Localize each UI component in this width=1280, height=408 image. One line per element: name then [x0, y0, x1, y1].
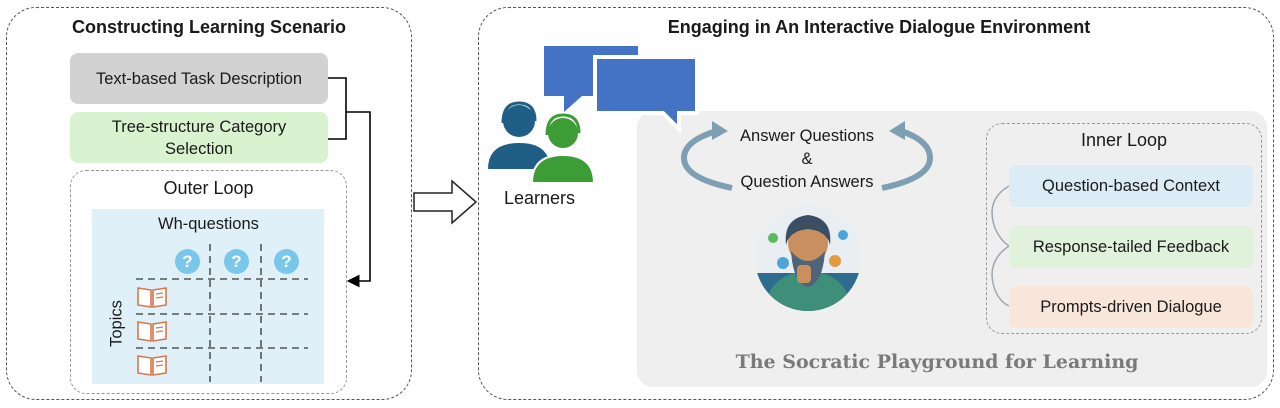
wh-grid-area	[92, 209, 324, 384]
right-panel	[478, 7, 1274, 400]
playground-label: The Socratic Playground for Learning	[735, 351, 1139, 373]
inner-loop-item-context: Question-based Context	[1009, 165, 1253, 207]
outer-loop-title: Outer Loop	[163, 178, 254, 198]
category-line-2: Selection	[165, 139, 233, 158]
task-description-box: Text-based Task Description	[70, 53, 328, 104]
category-line-1: Tree-structure Category	[111, 117, 287, 136]
inner-loop-item-dialogue: Prompts-driven Dialogue	[1009, 286, 1253, 328]
outer-loop-box	[70, 170, 347, 394]
dialogue-line-2: &	[801, 150, 813, 168]
book-icon	[137, 287, 167, 308]
dialogue-cycle-text: Answer Questions & Question Answers	[718, 125, 896, 194]
question-icon: ?	[274, 249, 299, 274]
left-panel-title: Constructing Learning Scenario	[71, 17, 347, 37]
question-icon: ?	[224, 249, 249, 274]
flow-arrow-icon	[413, 179, 478, 225]
right-panel-title: Engaging in An Interactive Dialogue Envi…	[667, 17, 1091, 37]
wh-questions-label: Wh-questions	[158, 215, 259, 233]
left-panel	[6, 7, 412, 400]
inner-loop-box	[986, 123, 1262, 334]
inner-loop-item-feedback: Response-tailed Feedback	[1009, 226, 1253, 268]
category-selection-box: Tree-structure Category Selection	[70, 112, 328, 163]
dialogue-line-3: Question Answers	[740, 173, 874, 191]
question-icon: ?	[175, 249, 200, 274]
speech-bubble-icon	[593, 55, 699, 134]
socrates-portrait-icon	[755, 205, 861, 311]
inner-loop-title: Inner Loop	[1080, 130, 1168, 150]
learners-label: Learners	[504, 188, 576, 208]
book-icon	[137, 355, 167, 376]
book-icon	[137, 321, 167, 342]
dialogue-line-1: Answer Questions	[740, 127, 874, 145]
learners-icon	[488, 101, 596, 184]
